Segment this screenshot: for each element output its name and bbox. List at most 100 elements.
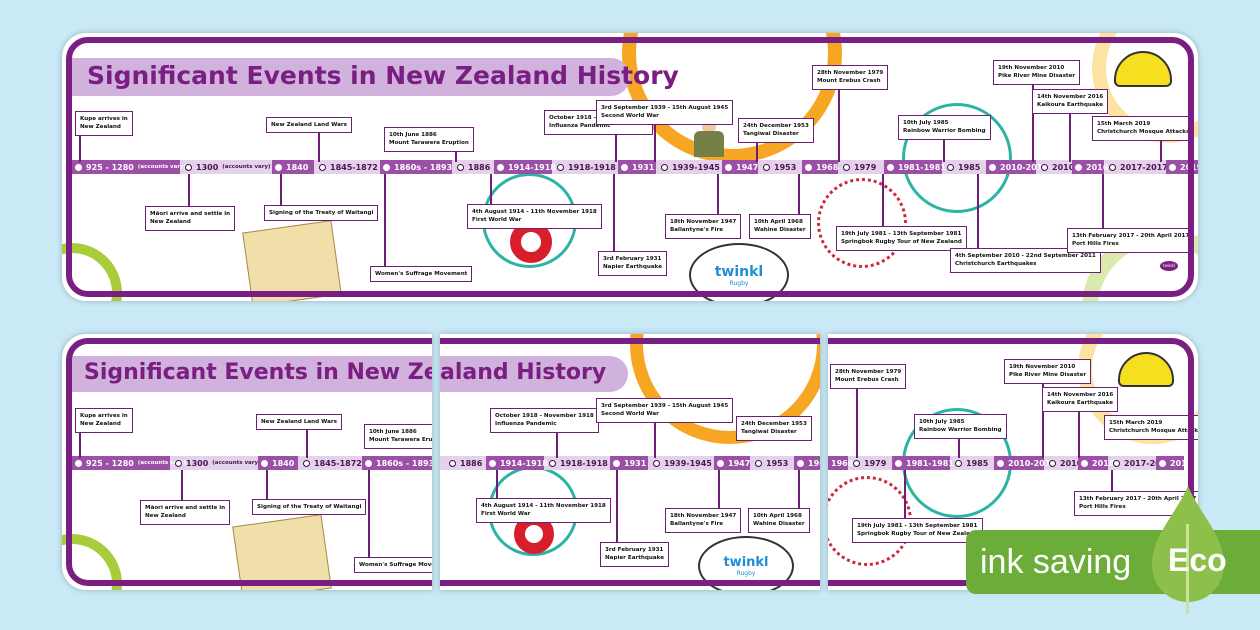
timeline-node-icon xyxy=(947,163,954,171)
timeline-segment: 1918-1918 xyxy=(546,456,608,470)
green-ring-decoration xyxy=(62,534,122,590)
timeline-node-icon xyxy=(549,459,556,467)
timeline-node-icon xyxy=(303,459,310,467)
eco-label: Eco xyxy=(1168,542,1227,578)
timeline-node-icon xyxy=(457,163,464,171)
rugby-ball-brand: twinkl xyxy=(714,263,764,280)
red-dot-ring-decoration xyxy=(817,178,907,268)
timeline-segment: 1914-1918 xyxy=(494,160,556,174)
timeline-segment: 1300(accounts vary) xyxy=(172,456,261,470)
timeline-segment: 1914-1918 xyxy=(486,456,548,470)
connector-line xyxy=(958,437,960,458)
connector-line xyxy=(1102,174,1104,228)
connector-line xyxy=(266,470,268,500)
timeline-node-icon xyxy=(75,163,82,171)
timeline-node-icon xyxy=(1081,459,1088,467)
panel-frame xyxy=(66,338,432,586)
timeline-node-icon xyxy=(175,459,182,467)
timeline-node-icon xyxy=(887,163,894,171)
timeline-node-icon xyxy=(895,459,902,467)
timeline-segment: 1981-1981 xyxy=(884,160,946,174)
connector-line xyxy=(654,123,656,162)
timeline-segment: 1860s - 1893 xyxy=(380,160,452,174)
timeline-node-icon xyxy=(365,459,372,467)
timeline-segment: 1931 xyxy=(618,160,656,174)
timeline-segment: 1939-1945 xyxy=(658,160,720,174)
event-land-wars: New Zealand Land Wars xyxy=(256,414,342,431)
connector-line xyxy=(1069,112,1071,162)
timeline-segment: 1939-1945 xyxy=(650,456,712,470)
connector-line xyxy=(384,174,386,266)
timeline-node-icon xyxy=(853,459,860,467)
timeline-node-icon xyxy=(797,459,804,467)
connector-line xyxy=(904,470,906,518)
connector-line xyxy=(615,133,617,162)
timeline-node-icon xyxy=(275,163,282,171)
connector-line xyxy=(856,387,858,458)
timeline-bar: 1968 1979 1981-1981 1985 2010-2011 2010 … xyxy=(828,456,1192,470)
page-title-part: Significant Events in New Zea xyxy=(84,360,432,385)
timeline-node-icon xyxy=(1041,163,1048,171)
timeline-segment: 2016 xyxy=(1072,160,1108,174)
timeline-segment: 1918-1918 xyxy=(554,160,616,174)
timeline-node-icon xyxy=(557,163,564,171)
timeline-segment: 1979 xyxy=(850,456,890,470)
timeline-segment: 1979 xyxy=(840,160,882,174)
timeline-node-icon xyxy=(1169,163,1176,171)
timeline-segment: 1985 xyxy=(952,456,992,470)
timeline-node-icon xyxy=(843,163,850,171)
timeline-segment: 2017-2017 xyxy=(1106,160,1168,174)
connector-line xyxy=(556,431,558,458)
timeline-node-icon xyxy=(185,163,192,171)
connector-line xyxy=(718,470,720,508)
print-panel-1: Significant Events in New Zea 925 - 1280… xyxy=(62,334,432,590)
connector-line xyxy=(1160,139,1162,162)
connector-line xyxy=(616,470,618,544)
connector-line xyxy=(181,470,183,500)
timeline-node-icon xyxy=(449,459,456,467)
panel-frame xyxy=(440,338,820,586)
timeline-segment: 1953 xyxy=(760,160,800,174)
timeline-segment: 1845-1872 xyxy=(316,160,378,174)
connector-line xyxy=(188,174,190,206)
event-suffrage: Women's Suffrage Movement xyxy=(370,266,473,283)
connector-line xyxy=(977,174,979,248)
timeline-node-icon xyxy=(489,459,496,467)
timeline-segment: 1968 xyxy=(828,456,853,470)
timeline-segment: 2010 xyxy=(1046,456,1082,470)
timeline-segment: 1947 xyxy=(714,456,750,470)
connector-line xyxy=(79,135,81,162)
timeline-segment: 1860s - 1893 xyxy=(362,456,432,470)
teal-ring-decoration xyxy=(902,103,1012,213)
timeline-node-icon xyxy=(621,163,628,171)
timeline-segment: 2010-2011 xyxy=(994,456,1056,470)
timeline-segment: 2016 xyxy=(1078,456,1114,470)
connector-line xyxy=(1032,83,1034,162)
timeline-segment: 1953 xyxy=(752,456,792,470)
leaf-icon xyxy=(1152,486,1224,614)
print-panel-2: twinkl Rugby aland History 1886 1914-191… xyxy=(440,334,820,590)
green-ring-decoration xyxy=(62,243,122,301)
title-band xyxy=(72,58,630,96)
timeline-segment: 2017-2017 xyxy=(1110,456,1172,470)
connector-line xyxy=(368,470,370,558)
timeline-node-icon xyxy=(1049,459,1056,467)
timeline-segment: 925 - 1280(accounts vary) xyxy=(72,456,186,470)
